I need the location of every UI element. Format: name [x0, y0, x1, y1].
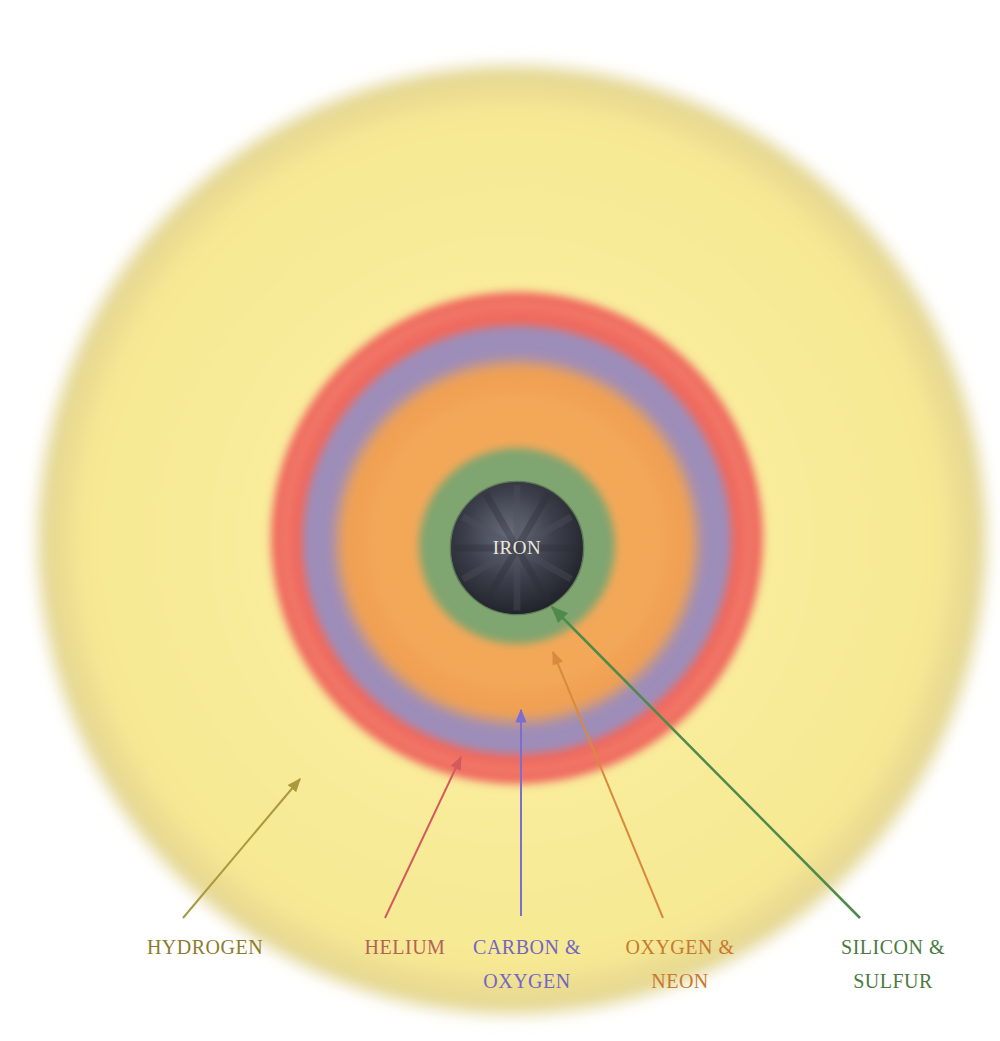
core-label: IRON	[493, 537, 541, 559]
layer-label: HELIUM	[365, 930, 446, 964]
iron-core: IRON	[449, 480, 585, 616]
layer-label: HYDROGEN	[147, 930, 263, 964]
layer-label: OXYGEN & NEON	[615, 930, 745, 998]
layer-label: SILICON & SULFUR	[828, 930, 958, 998]
layer-label: CARBON & OXYGEN	[462, 930, 592, 998]
